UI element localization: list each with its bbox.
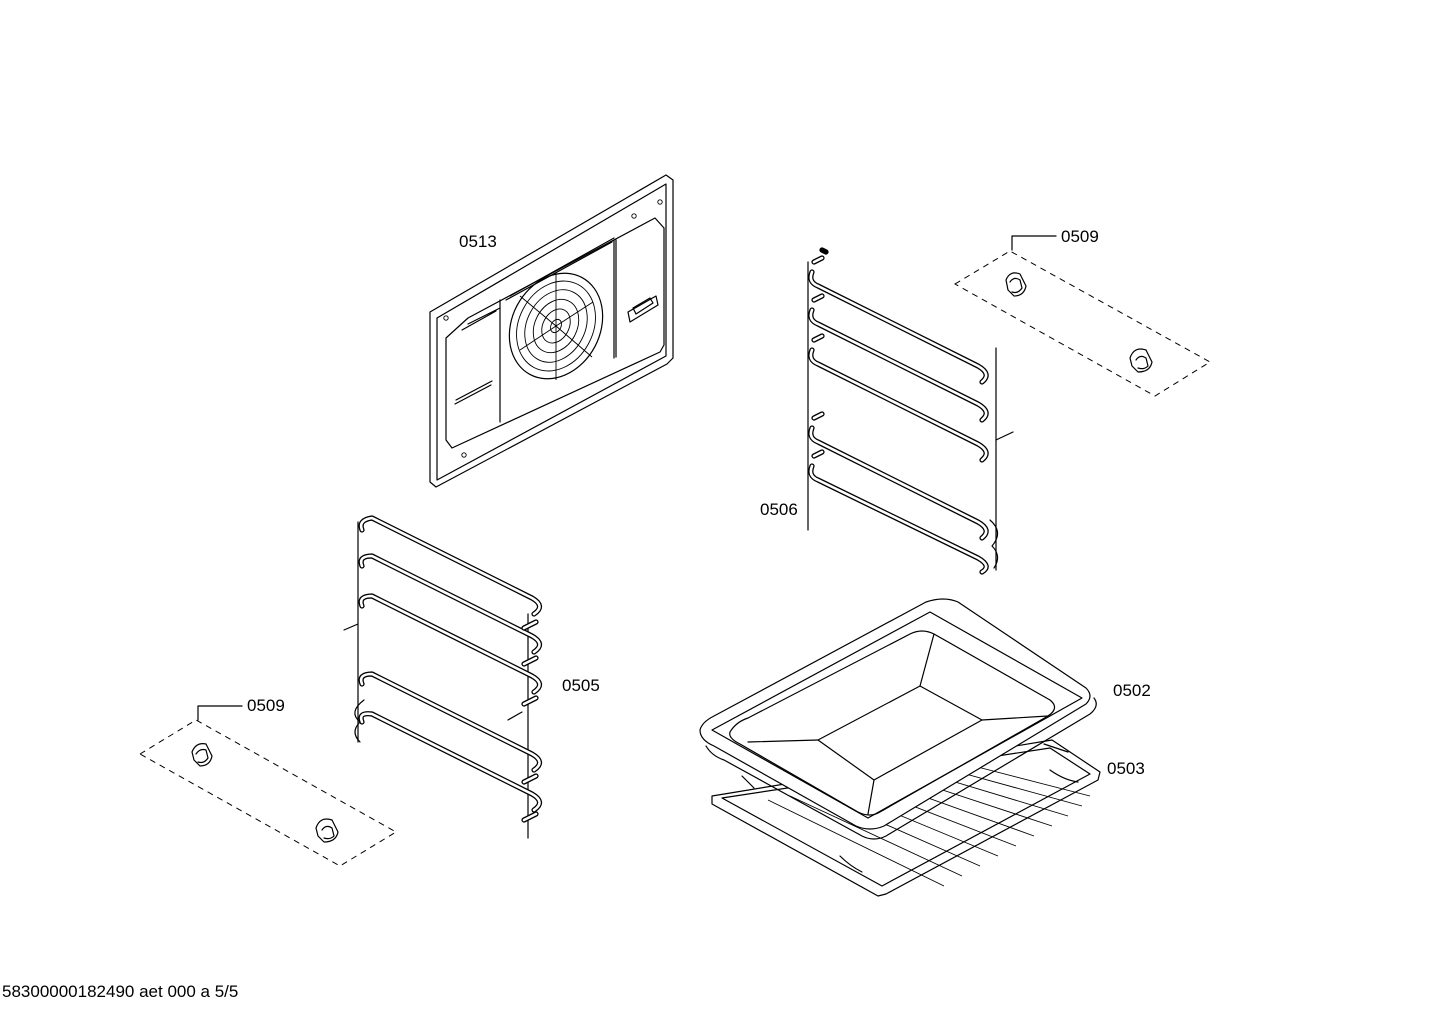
wire-rack-drawing <box>711 739 1101 897</box>
part-label-spacer-set-right: 0509 <box>1061 227 1099 246</box>
baking-tray-drawing <box>699 598 1097 840</box>
part-label-baking-tray: 0502 <box>1113 681 1151 700</box>
part-label-back-panel: 0513 <box>459 232 497 251</box>
fan-grille-drawing <box>508 272 604 380</box>
back-panel-drawing <box>429 174 674 488</box>
part-label-side-rail-right: 0506 <box>760 500 798 519</box>
spacer-set-left-drawing <box>139 705 397 867</box>
side-rail-left-drawing <box>343 515 543 839</box>
part-label-side-rail-left: 0505 <box>562 676 600 695</box>
side-rail-right-drawing <box>807 247 1014 575</box>
spacer-set-right-drawing <box>954 235 1211 397</box>
part-label-spacer-set-left: 0509 <box>247 696 285 715</box>
part-label-wire-rack: 0503 <box>1107 759 1145 778</box>
document-footer: 58300000182490 aet 000 a 5/5 <box>2 982 239 1001</box>
